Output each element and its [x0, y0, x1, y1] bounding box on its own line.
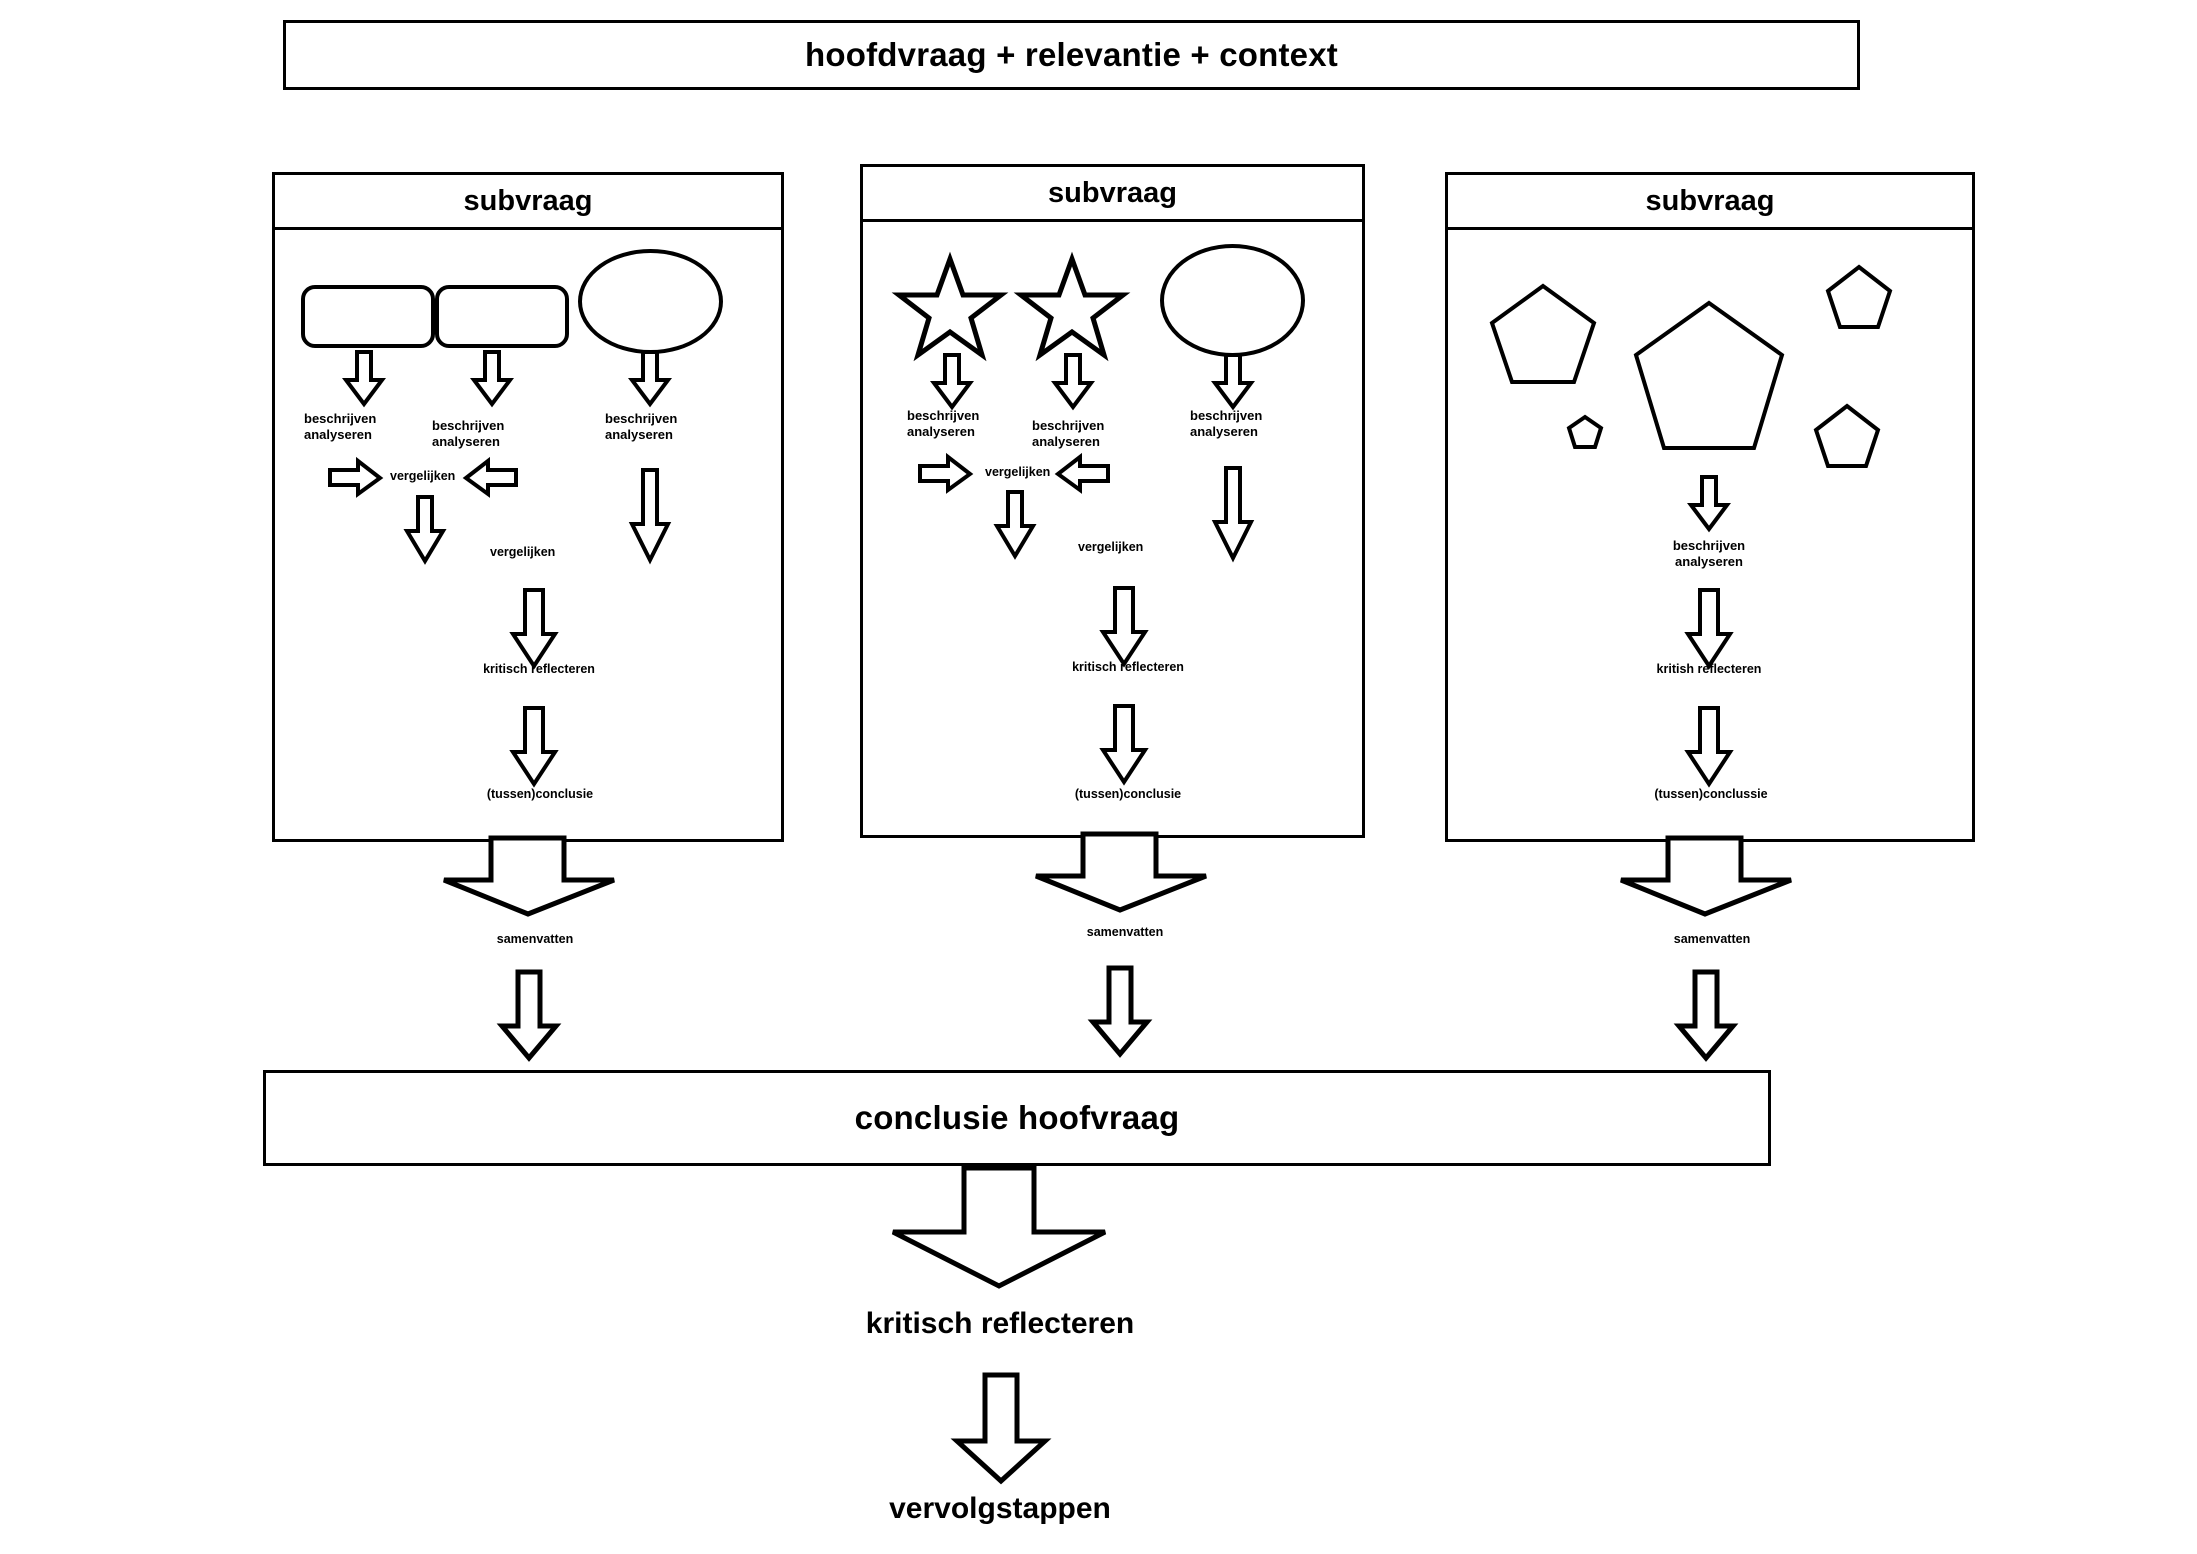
step-label-tussenconclussie: (tussen)conclussie	[1654, 787, 1768, 801]
arrow-down-icon	[509, 588, 559, 670]
step-label-beschrijven-analyseren: beschrijven analyseren	[432, 418, 505, 450]
arrow-right-icon	[918, 452, 974, 494]
ellipse-shape	[1160, 244, 1305, 357]
step-label-kritisch-reflecteren: kritisch reflecteren	[483, 662, 595, 676]
pentagon-shape	[1813, 403, 1881, 468]
star-shape	[1013, 251, 1131, 362]
arrow-down-icon	[993, 490, 1037, 560]
step-label-vergelijken: vergelijken	[390, 469, 456, 483]
pentagon-shape	[1566, 414, 1604, 449]
arrow-down-icon	[1673, 969, 1739, 1062]
step-label-tussenconclusie: (tussen)conclusie	[486, 787, 594, 801]
hoofdvraag-box: hoofdvraag + relevantie + context	[283, 20, 1860, 90]
arrow-down-icon	[1099, 704, 1149, 786]
arrow-down-icon	[930, 353, 974, 411]
arrow-down-icon	[470, 350, 514, 408]
arrow-down-icon	[1684, 706, 1734, 788]
arrow-left-icon	[462, 456, 518, 498]
arrow-down-wide-icon	[1620, 835, 1792, 917]
step-label-beschrijven-analyseren: beschrijven analyseren	[1032, 418, 1105, 450]
arrow-down-icon	[496, 969, 562, 1062]
arrow-down-icon	[403, 495, 447, 565]
arrow-down-icon	[1087, 965, 1153, 1058]
arrow-down-wide-icon	[891, 1165, 1107, 1289]
subvraag-header-1: subvraag	[272, 172, 784, 230]
arrow-down-wide-icon	[1035, 831, 1207, 913]
conclusie-hoofvraag-box: conclusie hoofvraag	[263, 1070, 1771, 1166]
step-label-kritish-reflecteren: kritish reflecteren	[1656, 662, 1762, 676]
arrow-down-icon	[1099, 586, 1149, 668]
subvraag-header-3-label: subvraag	[1645, 184, 1775, 217]
subvraag-header-2: subvraag	[860, 164, 1365, 222]
final-vervolgstappen-label: vervolgstappen	[889, 1492, 1111, 1525]
arrow-down-icon	[628, 350, 672, 408]
arrow-left-icon	[1054, 452, 1110, 494]
pentagon-shape	[1633, 300, 1785, 450]
final-kritisch-reflecteren-label: kritisch reflecteren	[865, 1307, 1135, 1340]
subvraag-column-3: subvraag	[1445, 172, 1975, 842]
step-label-beschrijven-analyseren: beschrijven analyseren	[1190, 408, 1263, 440]
step-label-beschrijven-analyseren: beschrijven analyseren	[605, 411, 678, 443]
step-label-beschrijven-analyseren: beschrijven analyseren	[907, 408, 980, 440]
step-label-samenvatten: samenvatten	[1673, 932, 1751, 946]
step-label-kritisch-reflecteren: kritisch reflecteren	[1072, 660, 1184, 674]
step-label-samenvatten: samenvatten	[496, 932, 574, 946]
step-label-tussenconclusie: (tussen)conclusie	[1074, 787, 1182, 801]
rounded-rectangle-shape	[435, 285, 569, 348]
subvraag-header-1-label: subvraag	[463, 184, 593, 217]
subvraag-header-3: subvraag	[1445, 172, 1975, 230]
arrow-right-icon	[328, 456, 384, 498]
arrow-down-icon	[1687, 475, 1731, 533]
step-label-vergelijken: vergelijken	[490, 545, 556, 559]
step-label-vergelijken: vergelijken	[1078, 540, 1144, 554]
pentagon-shape	[1825, 264, 1893, 329]
arrow-down-icon	[1051, 353, 1095, 411]
step-label-beschrijven-analyseren: beschrijven analyseren	[1672, 538, 1746, 570]
ellipse-shape	[578, 249, 723, 354]
step-label-beschrijven-analyseren: beschrijven analyseren	[304, 411, 377, 443]
hoofdvraag-label: hoofdvraag + relevantie + context	[805, 36, 1338, 73]
conclusie-hoofvraag-label: conclusie hoofvraag	[854, 1099, 1180, 1136]
arrow-down-icon	[950, 1372, 1052, 1485]
step-label-samenvatten: samenvatten	[1086, 925, 1164, 939]
pentagon-shape	[1489, 283, 1597, 384]
arrow-down-icon	[342, 350, 386, 408]
step-label-vergelijken: vergelijken	[985, 465, 1051, 479]
arrow-down-wide-icon	[443, 835, 615, 917]
arrow-down-icon	[509, 706, 559, 788]
arrow-down-icon	[1684, 588, 1734, 670]
arrow-down-icon	[1211, 466, 1255, 563]
arrow-down-icon	[628, 468, 672, 565]
subvraag-header-2-label: subvraag	[1048, 176, 1177, 209]
star-shape	[891, 251, 1009, 362]
arrow-down-icon	[1211, 353, 1255, 411]
rounded-rectangle-shape	[301, 285, 435, 348]
